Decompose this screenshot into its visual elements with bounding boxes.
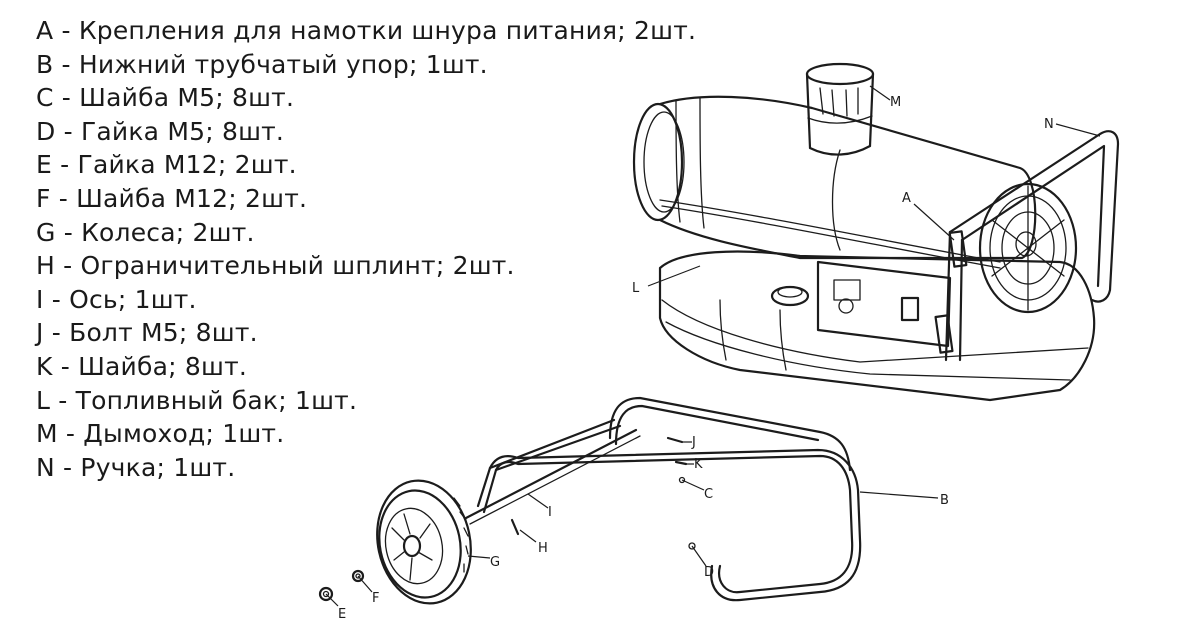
callout-g: G	[490, 555, 500, 570]
callout-i: I	[548, 505, 552, 520]
callout-labels: M N A L J K C B I H G D F E	[338, 95, 1054, 622]
callout-j: J	[691, 435, 696, 450]
part-item-a: A - Крепления для намотки шнура питания;…	[36, 16, 697, 45]
callout-l: L	[632, 281, 640, 296]
callout-m: M	[890, 95, 901, 110]
cord-bracket	[934, 230, 968, 354]
lower-tube-frame	[464, 396, 862, 602]
callout-n: N	[1044, 117, 1054, 132]
cotter-pin	[510, 518, 520, 536]
nut-m5	[688, 542, 696, 550]
washer-c	[678, 476, 686, 484]
callout-a: A	[902, 191, 911, 206]
part-item-f: F - Шайба М12; 2шт.	[36, 183, 308, 213]
callout-e: E	[338, 607, 346, 622]
nut-m12	[318, 586, 334, 602]
part-item-m: M - Дымоход; 1шт.	[36, 419, 285, 449]
part-item-b: B - Нижний трубчатый упор; 1шт.	[36, 49, 488, 79]
hardware-parts	[318, 436, 696, 602]
callout-k: K	[694, 457, 703, 472]
leader-lines	[325, 85, 1101, 607]
part-item-n: N - Ручка; 1шт.	[36, 452, 236, 482]
part-item-j: J - Болт М5; 8шт.	[36, 318, 258, 348]
bolt-m5	[666, 436, 684, 444]
part-item-h: H - Ограничительный шплинт; 2шт.	[36, 251, 515, 281]
part-item-i: I - Ось; 1шт.	[36, 284, 197, 314]
handle-frame	[944, 130, 1120, 362]
part-item-g: G - Колеса; 2шт.	[36, 217, 255, 247]
axle	[464, 428, 638, 520]
washer-m5	[674, 460, 688, 466]
callout-h: H	[538, 541, 548, 556]
callout-d: D	[704, 565, 714, 580]
wheel	[376, 479, 472, 605]
fuel-tank	[658, 250, 1096, 402]
part-item-k: K - Шайба; 8шт.	[36, 351, 248, 381]
control-panel	[816, 260, 952, 348]
callout-c: C	[704, 487, 713, 502]
part-item-d: D - Гайка М5; 8шт.	[36, 116, 285, 146]
part-item-l: L - Топливный бак; 1шт.	[36, 385, 358, 415]
fan-guard	[978, 182, 1078, 314]
part-item-c: C - Шайба М5; 8шт.	[36, 83, 295, 113]
washer-m12	[351, 569, 365, 583]
parts-list: A - Крепления для намотки шнура питания;…	[36, 14, 696, 484]
part-item-e: E - Гайка М12; 2шт.	[36, 150, 297, 180]
callout-b: B	[940, 493, 949, 508]
heater-body	[632, 62, 1120, 402]
callout-f: F	[372, 591, 379, 606]
chimney	[805, 62, 875, 156]
